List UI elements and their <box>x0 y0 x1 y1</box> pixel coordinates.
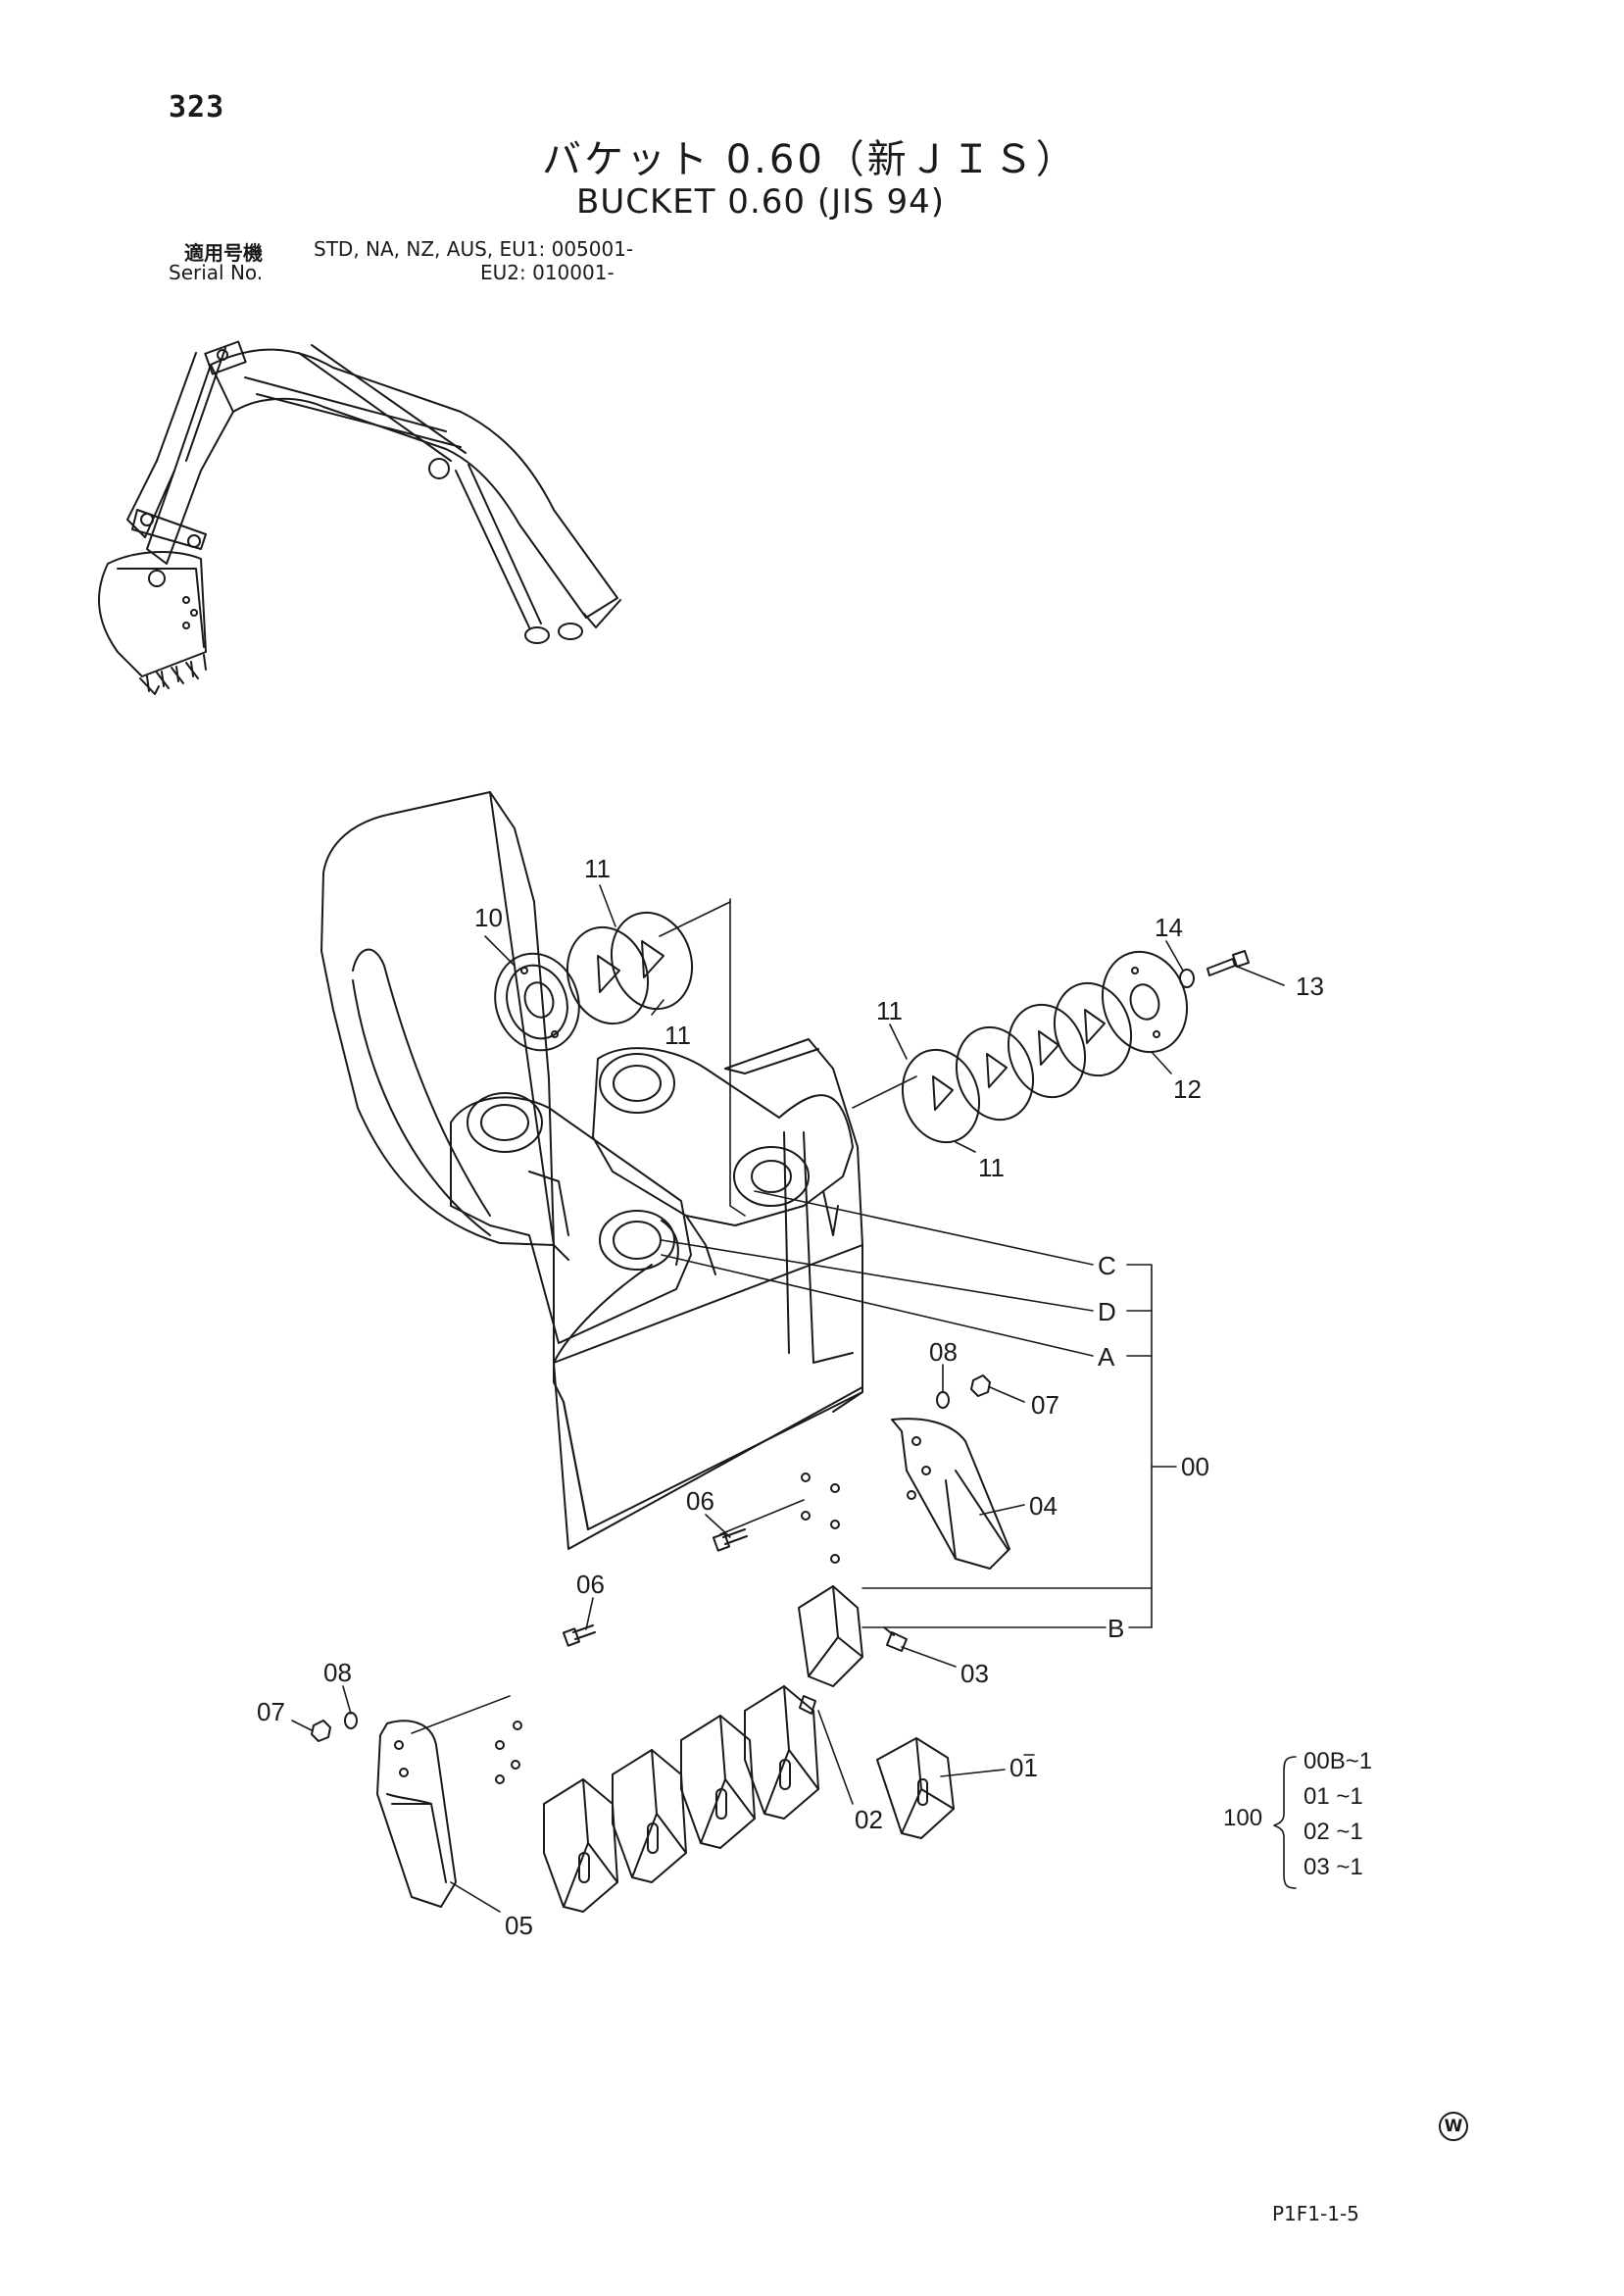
callout-B: B <box>1107 1614 1124 1643</box>
kit-composition: 100 00B~1 01 ~1 02 ~1 03 ~1 <box>1223 1748 1372 1889</box>
kit-item: 00B~1 <box>1304 1748 1372 1774</box>
callout-11-right-top: 11 <box>876 996 903 1025</box>
callout-07-left: 07 <box>257 1697 285 1726</box>
callout-10: 10 <box>474 903 503 932</box>
callout-11-lower: 11 <box>664 1021 691 1050</box>
bucket-assembly <box>320 791 863 1784</box>
kit-item: 03 ~1 <box>1304 1854 1363 1880</box>
serial-label-english: Serial No. <box>169 261 264 284</box>
callout-04: 04 <box>1029 1491 1058 1521</box>
callout-13: 13 <box>1296 972 1324 1001</box>
bucket-teeth <box>543 1585 955 1913</box>
callout-05: 05 <box>505 1911 533 1940</box>
excavator-arm-illustration <box>98 340 621 695</box>
callout-07-right: 07 <box>1031 1390 1059 1420</box>
callout-12: 12 <box>1173 1074 1202 1104</box>
leader-lines <box>291 884 1285 1913</box>
serial-range-1: STD, NA, NZ, AUS, EU1: 005001- <box>314 237 634 261</box>
kit-item: 02 ~1 <box>1304 1819 1363 1845</box>
callout-08-left: 08 <box>323 1658 352 1687</box>
callout-06-center: 06 <box>686 1486 714 1516</box>
title-english: BUCKET 0.60 (JIS 94) <box>576 182 946 222</box>
callout-06-left: 06 <box>576 1570 605 1599</box>
title-japanese: バケット 0.60（新ＪＩＳ） <box>542 137 1078 182</box>
figure-code: P1F1-1-5 <box>1272 2202 1359 2225</box>
callout-C: C <box>1098 1251 1116 1280</box>
kit-number: 100 <box>1223 1805 1262 1831</box>
callout-11-top: 11 <box>584 854 611 883</box>
serial-label-japanese: 適用号機 <box>184 241 263 265</box>
callout-11-right-bottom: 11 <box>978 1153 1005 1182</box>
page-number: 323 <box>169 90 225 125</box>
callout-D: D <box>1098 1297 1116 1326</box>
shims-and-plates <box>311 911 1250 1742</box>
callout-03: 03 <box>960 1659 989 1688</box>
serial-range-2: EU2: 010001- <box>480 261 615 284</box>
kit-brace <box>1273 1756 1297 1889</box>
callout-14: 14 <box>1155 913 1183 942</box>
callout-01: 01 <box>1009 1753 1038 1782</box>
callout-08-right: 08 <box>929 1337 958 1367</box>
kit-item: 01 ~1 <box>1304 1783 1363 1810</box>
w-mark-icon: W <box>1439 2112 1468 2141</box>
callout-A: A <box>1098 1342 1115 1372</box>
side-cutters <box>376 1418 1010 1908</box>
callout-labels: 11 10 11 14 13 11 12 11 C D A B 08 07 00… <box>257 854 1324 1940</box>
callout-02: 02 <box>855 1805 883 1834</box>
callout-00: 00 <box>1181 1452 1209 1481</box>
